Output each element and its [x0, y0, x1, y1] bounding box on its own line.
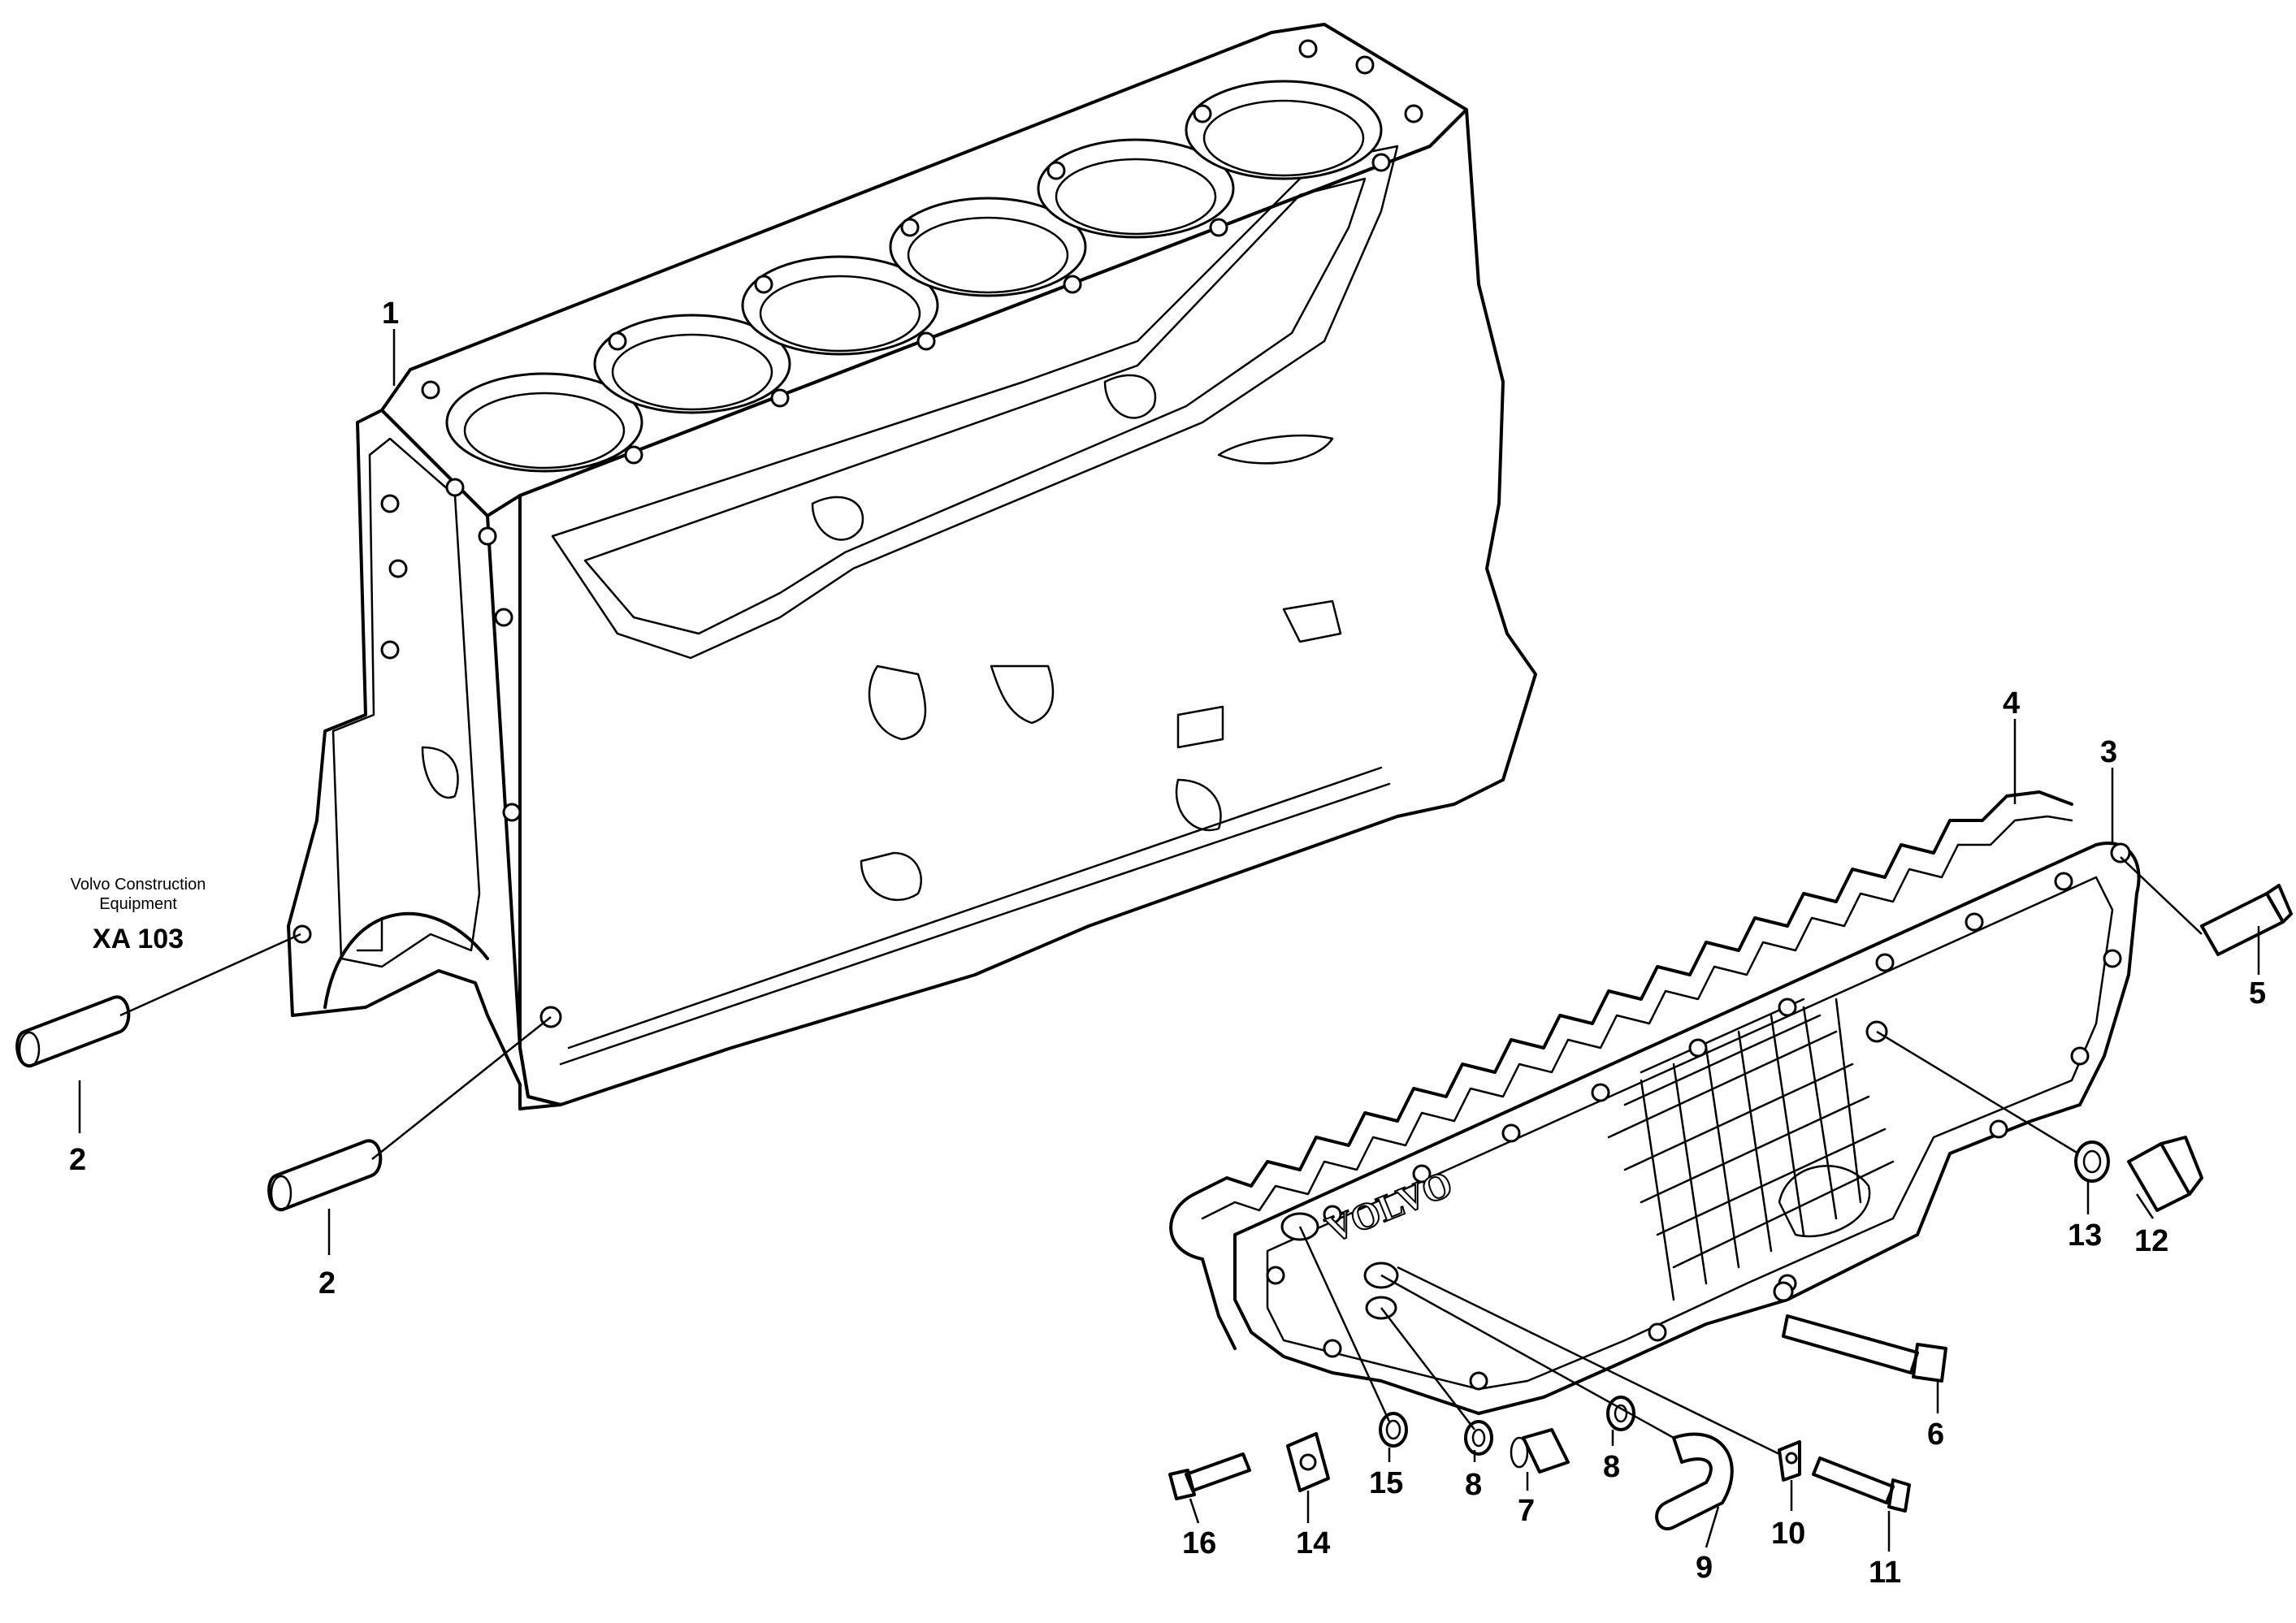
footer-company-line1: Volvo Construction	[70, 876, 206, 894]
callout-12: 12	[2134, 1224, 2168, 1258]
washer-8a	[1380, 1307, 1493, 1456]
deck-bolt-holes	[421, 39, 1423, 497]
callout-8a: 8	[1465, 1468, 1482, 1502]
callout-1: 1	[382, 296, 399, 331]
callout-14: 14	[1296, 1526, 1330, 1560]
oil-pan-gasket	[1169, 719, 2073, 1350]
pipe-9	[1380, 1274, 1734, 1530]
callout-leaders	[78, 329, 2260, 1552]
callout-11: 11	[1869, 1556, 1901, 1590]
front-face-holes	[292, 494, 562, 1028]
callout-16: 16	[1182, 1526, 1216, 1560]
clamp-10	[1397, 1266, 1801, 1482]
o-ring-15	[1298, 1226, 1408, 1448]
cylinder-bores	[445, 80, 1383, 473]
callout-9: 9	[1696, 1551, 1713, 1585]
dowel-pin-2	[267, 1016, 552, 1212]
callout-4: 4	[2003, 686, 2020, 721]
figure-reference: XA 103	[92, 924, 184, 954]
volvo-logo: VOLVO	[1320, 1162, 1458, 1250]
drain-plug-12	[2127, 1136, 2203, 1212]
callout-2b: 2	[318, 1266, 336, 1301]
footer-company-line2: Equipment	[99, 895, 177, 913]
callout-5: 5	[2249, 976, 2266, 1011]
callout-15: 15	[1369, 1466, 1403, 1500]
cover-14	[1286, 1432, 1330, 1492]
callout-7: 7	[1518, 1494, 1535, 1528]
dowel-pin-1	[15, 933, 301, 1068]
bolt-5	[2120, 856, 2293, 956]
fitting-7	[1510, 1428, 1570, 1474]
cylinder-block	[287, 23, 1537, 1110]
callout-6: 6	[1927, 1417, 1944, 1452]
callout-13: 13	[2068, 1218, 2102, 1253]
callout-3: 3	[2100, 735, 2117, 769]
callout-10: 10	[1771, 1517, 1805, 1551]
washer-8b	[1606, 1396, 1635, 1431]
washer-13	[1876, 1030, 2110, 1183]
bolt-6	[1782, 1314, 1947, 1383]
bolt-11	[1812, 1456, 1911, 1513]
bolt-16	[1168, 1452, 1251, 1500]
callouts: 1 2 2 3 4 5 6 7 8 8 9 10 11 12 13 14 15 …	[69, 296, 2266, 1590]
oil-pan: VOLVO	[1233, 768, 2141, 1415]
callout-2a: 2	[69, 1143, 86, 1177]
callout-8b: 8	[1603, 1450, 1620, 1484]
